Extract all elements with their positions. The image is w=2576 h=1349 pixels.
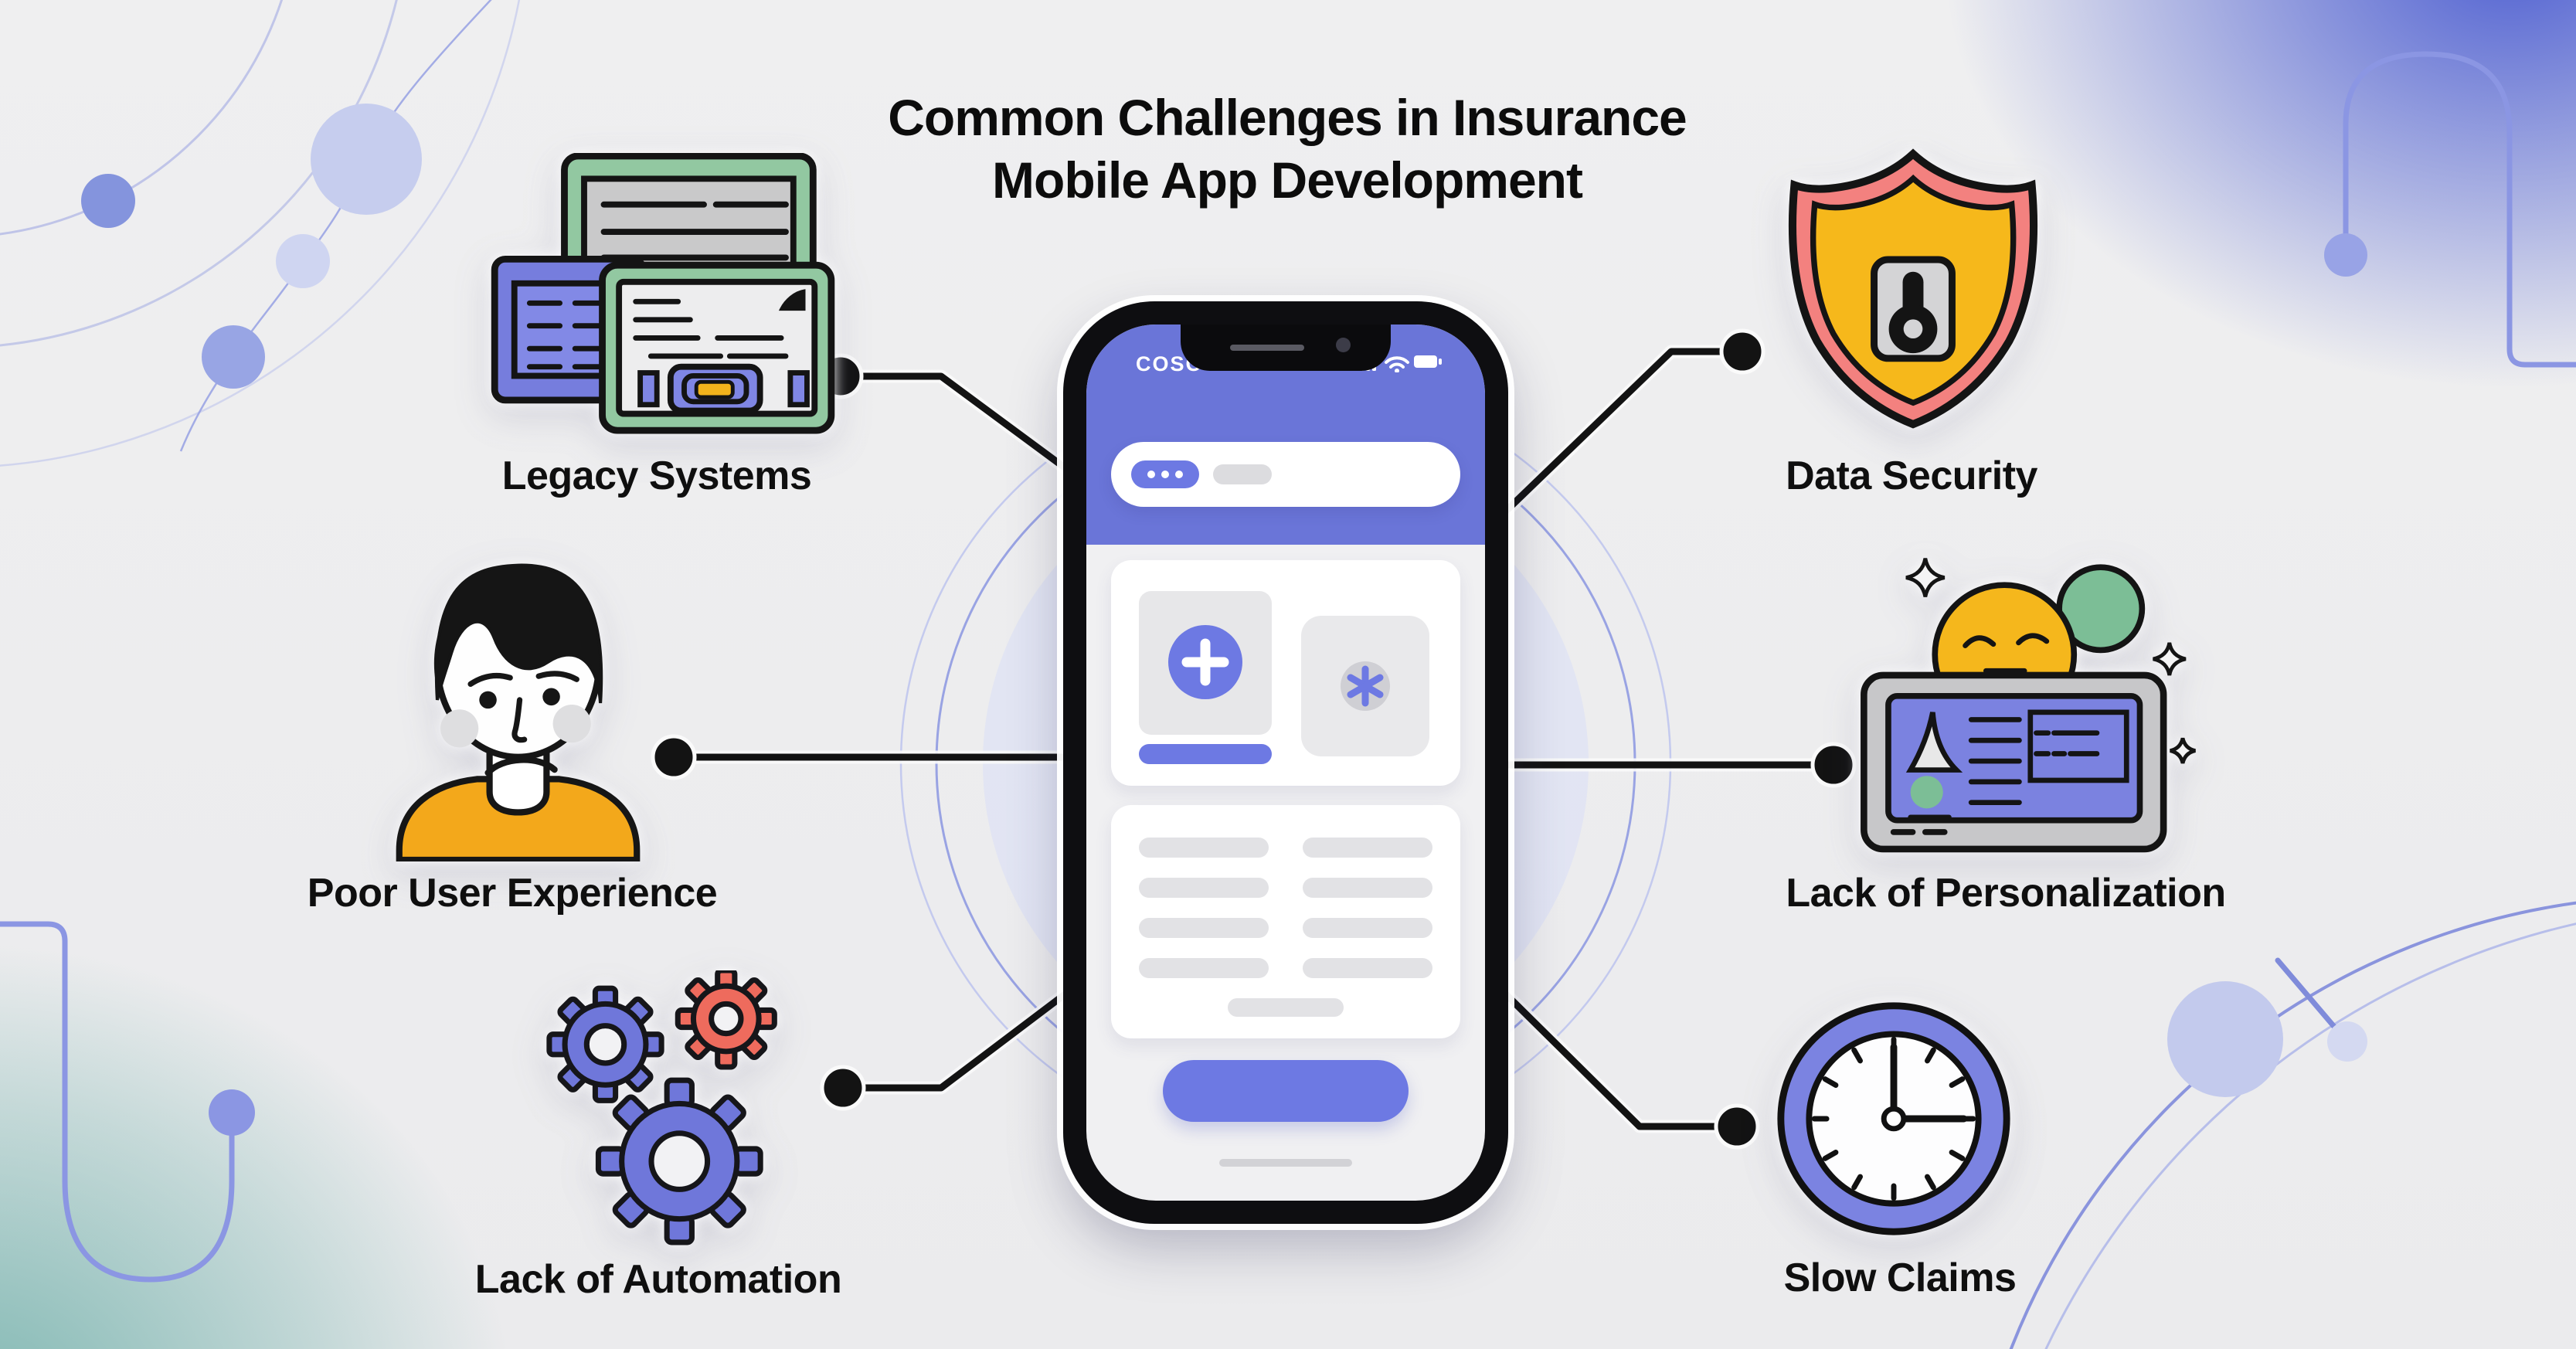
top-right-arch	[2324, 51, 2576, 368]
profile-card-icon	[1861, 558, 2196, 853]
sparkle-icon	[1905, 558, 2196, 764]
page-title: Common Challenges in Insurance Mobile Ap…	[888, 87, 1687, 211]
primary-action-button[interactable]	[1163, 1060, 1409, 1122]
tile-add-accent-bar	[1139, 744, 1272, 764]
legacy-systems-icon	[491, 153, 835, 434]
skeleton-line	[1139, 918, 1269, 938]
gears-icon	[546, 970, 777, 1245]
skeleton-line	[1303, 838, 1432, 858]
app-header: COSC	[1086, 325, 1485, 545]
sad-user-icon	[396, 563, 641, 861]
shirt	[396, 776, 641, 861]
home-indicator	[1219, 1159, 1352, 1167]
clock-icon	[1777, 1002, 2010, 1235]
label-data-security: Data Security	[1786, 454, 2037, 498]
data-security-shield-icon	[1779, 145, 2048, 431]
phone-mockup: COSC	[1063, 301, 1508, 1224]
battery-icon	[1414, 355, 1442, 368]
skeleton-line	[1303, 878, 1432, 898]
connector-dots	[651, 328, 1857, 1150]
speaker-slot	[1230, 345, 1304, 351]
skeleton-line	[1303, 918, 1432, 938]
front-camera	[1336, 338, 1351, 352]
app-card-details	[1111, 805, 1460, 1038]
label-lack-of-automation: Lack of Automation	[474, 1257, 842, 1302]
asterisk-icon	[1341, 661, 1390, 711]
bottom-left-u-line	[0, 921, 255, 1283]
deco-dot	[81, 174, 135, 228]
frown	[484, 756, 558, 776]
page-title-line2: Mobile App Development	[992, 151, 1583, 209]
tile-add[interactable]	[1139, 591, 1272, 735]
dotted-chain	[179, 0, 492, 452]
label-slow-claims: Slow Claims	[1783, 1256, 2017, 1300]
tile-secondary[interactable]	[1301, 616, 1429, 756]
card-screen	[1885, 692, 2143, 824]
top-left-arcs	[0, 0, 520, 467]
label-lack-of-personalization: Lack of Personalization	[1786, 871, 2226, 916]
skeleton-line	[1139, 838, 1269, 858]
phone-screen: COSC	[1086, 325, 1485, 1201]
hair	[434, 563, 603, 704]
skeleton-line	[1139, 958, 1269, 978]
bottom-right-arcs	[2009, 901, 2576, 1349]
menu-pill[interactable]	[1131, 460, 1199, 488]
connector-lines	[651, 328, 1857, 1150]
app-card-actions	[1111, 560, 1460, 786]
wifi-icon	[1385, 356, 1409, 369]
gear-purple-small	[546, 985, 664, 1103]
app-search-bar[interactable]	[1111, 442, 1460, 507]
search-placeholder-bar	[1213, 464, 1272, 484]
plus-icon[interactable]	[1168, 625, 1242, 699]
label-poor-user-experience: Poor User Experience	[307, 871, 718, 916]
phone-notch	[1181, 325, 1391, 371]
page-title-line1: Common Challenges in Insurance	[888, 89, 1687, 146]
skeleton-line	[1303, 958, 1432, 978]
gear-red	[675, 970, 777, 1070]
skeleton-line	[1139, 878, 1269, 898]
label-legacy-systems: Legacy Systems	[501, 454, 812, 498]
gear-purple-large	[595, 1077, 763, 1245]
skeleton-line-center	[1228, 998, 1344, 1017]
